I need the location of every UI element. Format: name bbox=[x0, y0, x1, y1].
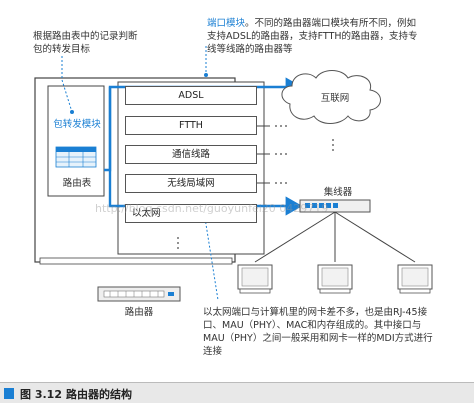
pc-monitor-1 bbox=[237, 264, 273, 294]
route-table-label: 路由表 bbox=[62, 178, 92, 189]
port-module-frame bbox=[117, 81, 265, 255]
figure-caption-bar: 图 3.12 路由器的结构 bbox=[0, 382, 474, 403]
port-module-body: 。不同的路由器端口模块有所不同，例如 支持ADSL的路由器，支持FTTH的路由器… bbox=[207, 18, 418, 55]
figure-title: 路由器的结构 bbox=[66, 388, 132, 401]
annotation-ethernet-desc: 以太网端口与计算机里的网卡差不多，也是由RJ-45接 口、MAU（PHY）、MA… bbox=[203, 307, 433, 357]
port-more-dots bbox=[177, 237, 179, 249]
port-module-term: 端口模块 bbox=[207, 18, 246, 29]
forwarding-module-label: 包转发模块 bbox=[53, 119, 101, 130]
internet-cloud bbox=[281, 70, 381, 124]
port-output-lines bbox=[257, 125, 270, 184]
port-ftth: FTTH bbox=[125, 116, 257, 135]
forwarding-module-box bbox=[47, 85, 105, 197]
router-body-bottom-face bbox=[39, 257, 233, 265]
hub-label: 集线器 bbox=[323, 187, 353, 198]
port-adsl: ADSL bbox=[125, 86, 257, 105]
annotation-port-module-desc: 端口模块。不同的路由器端口模块有所不同，例如 支持ADSL的路由器，支持FTTH… bbox=[207, 17, 471, 56]
route-table-icon bbox=[55, 146, 97, 168]
figure-number: 图 3.12 bbox=[20, 388, 62, 401]
internet-label: 互联网 bbox=[320, 93, 350, 104]
hub-links bbox=[254, 211, 416, 263]
router-device-icon bbox=[97, 286, 181, 302]
port-dedicated-line: 通信线路 bbox=[125, 145, 257, 164]
leader-ethernet bbox=[204, 217, 219, 301]
watermark-text: http://blog.csdn.net/guoyunfei20 0429719 bbox=[95, 202, 329, 215]
caption-marker-icon bbox=[4, 388, 14, 399]
port-ethernet: 以太网 bbox=[125, 204, 257, 223]
pc-monitor-3 bbox=[397, 264, 433, 294]
port-output-dots bbox=[275, 125, 334, 184]
leader-forwarding bbox=[61, 56, 73, 113]
port-wireless-lan: 无线局域网 bbox=[125, 174, 257, 193]
pc-monitor-2 bbox=[317, 264, 353, 294]
router-device-label: 路由器 bbox=[124, 307, 154, 318]
annotation-forwarding-desc: 根据路由表中的记录判断 包的转发目标 bbox=[33, 31, 138, 55]
